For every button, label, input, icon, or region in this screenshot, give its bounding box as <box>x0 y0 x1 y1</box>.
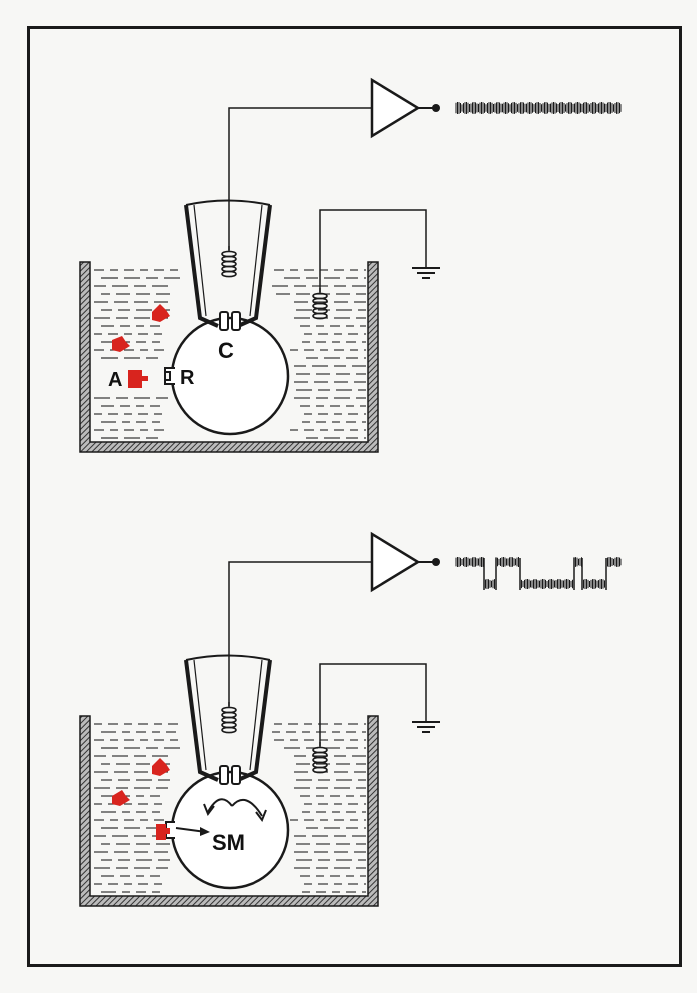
channel-label: C <box>218 338 234 363</box>
ground-wire-top <box>319 209 427 292</box>
second-messenger-label: SM <box>212 830 245 855</box>
pipette-electrode-coil-bottom <box>221 702 237 734</box>
pipette-wire-bottom <box>228 561 372 706</box>
bath-electrode-coil-bottom <box>312 742 328 774</box>
receptor-top <box>164 367 175 385</box>
amplifier-top <box>370 77 421 139</box>
panel-bottom: SM <box>79 531 622 907</box>
current-trace-bottom <box>455 557 622 590</box>
bath-solution-top <box>94 269 366 439</box>
bath-electrode-coil-top <box>312 288 328 320</box>
output-node-top <box>432 104 440 112</box>
figure-frame <box>27 26 682 967</box>
second-messenger-arrows <box>203 798 267 823</box>
pipette-bottom <box>184 659 272 782</box>
agonist-molecule <box>112 336 130 352</box>
pipette-top <box>184 204 272 328</box>
agonist-molecule-free <box>128 370 148 388</box>
ground-wire-bottom <box>319 663 427 746</box>
amplifier-bottom <box>370 531 421 593</box>
ground-symbol-top <box>412 267 440 279</box>
current-trace-top <box>455 102 622 114</box>
ion-channel-bottom <box>219 765 241 785</box>
receptor-label: R <box>180 367 195 389</box>
pipette-wire-top <box>228 107 372 250</box>
agonist-molecule <box>152 758 170 776</box>
bath-bottom <box>79 715 379 907</box>
ground-symbol-bottom <box>412 721 440 733</box>
bath-solution-bottom <box>94 723 366 893</box>
agonist-molecule <box>152 304 170 322</box>
bath-top <box>79 261 379 453</box>
agonist-molecule <box>112 790 130 806</box>
agonist-bound <box>156 824 170 840</box>
pipette-electrode-coil-top <box>221 246 237 278</box>
output-node-bottom <box>432 558 440 566</box>
agonist-label: A <box>108 369 122 391</box>
ion-channel-top <box>219 311 241 331</box>
panel-top: C R A <box>79 77 622 453</box>
